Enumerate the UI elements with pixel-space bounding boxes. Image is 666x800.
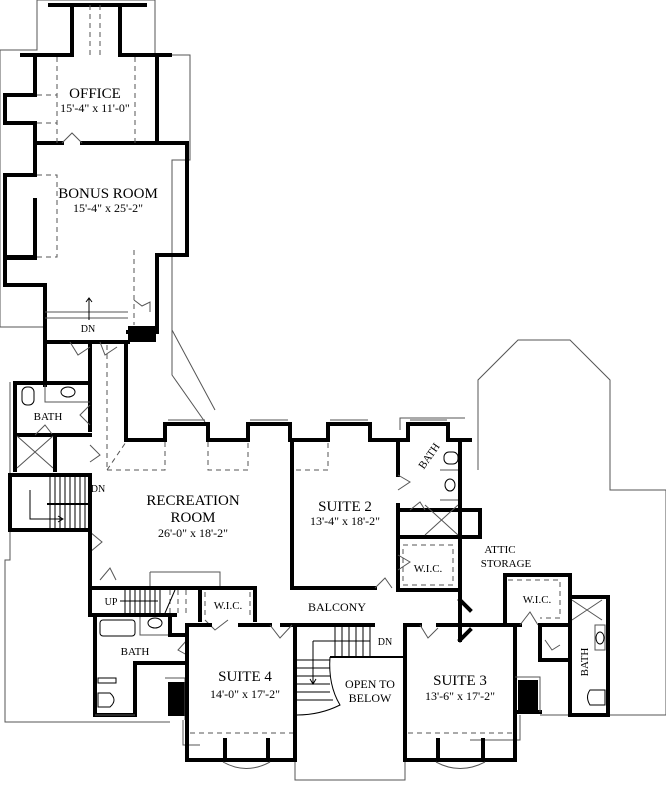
lower-stair-up: [88, 567, 257, 631]
room-dims-suite4: 14'-0" x 17'-2": [210, 687, 280, 701]
door-swing-corridor-b: [99, 341, 118, 356]
left-stair: [8, 473, 103, 553]
wic-label-suite4: W.I.C.: [214, 600, 243, 612]
room-name-recreation-1: RECREATION: [146, 493, 240, 509]
shower-icon: [571, 599, 603, 621]
wic-label-suite3: W.I.C.: [523, 594, 552, 606]
suite3-wic-bath: [503, 573, 610, 717]
room-dims-recreation: 26'-0" x 18'-2": [158, 526, 228, 540]
suite2-walls: [290, 419, 482, 642]
wic-label-suite2: W.I.C.: [414, 563, 443, 575]
room-name-suite3: SUITE 3: [433, 673, 487, 689]
room-dims-office: 15'-4" x 11'-0": [60, 101, 130, 115]
attic-label-2: STORAGE: [481, 558, 532, 570]
upper-left-bath: [13, 381, 101, 472]
door-swing-bonus-closet: [133, 299, 151, 312]
bath-label-upper-left: BATH: [34, 411, 63, 423]
open-to-below-1: OPEN TO: [345, 677, 395, 691]
dn-label-main-stair: DN: [378, 637, 392, 648]
door-swing-left-stair: [89, 531, 103, 553]
room-name-recreation-2: ROOM: [170, 510, 215, 526]
main-stair: [293, 623, 407, 762]
dn-label-left-stair: DN: [91, 484, 105, 495]
suite3-walls: [403, 623, 542, 769]
bath-label-suite3: BATH: [579, 648, 591, 677]
room-name-bonus: BONUS ROOM: [58, 186, 158, 202]
chimney-block: [128, 326, 156, 342]
up-label-lower-stair: UP: [105, 597, 118, 608]
door-swing-corridor-a: [69, 341, 91, 356]
balcony-label: BALCONY: [308, 600, 366, 614]
bath-label-suite2: BATH: [416, 441, 442, 471]
office-walls: [3, 3, 189, 307]
room-dims-suite3: 13'-6" x 17'-2": [425, 689, 495, 703]
door-swing-office: [61, 132, 83, 144]
shower-icon: [424, 504, 459, 536]
recreation-room-walls: [88, 419, 292, 592]
exterior-outline: [0, 0, 666, 781]
bonus-room-walls: [3, 141, 159, 387]
attic-label-1: ATTIC: [484, 544, 515, 556]
labels: OFFICE 15'-4" x 11'-0" BONUS ROOM 15'-4"…: [34, 86, 591, 705]
suite4-walls: [185, 623, 297, 769]
lower-left-bath: [93, 613, 189, 720]
room-dims-suite2: 13'-4" x 18'-2": [310, 514, 380, 528]
room-name-suite4: SUITE 4: [218, 669, 272, 685]
dn-label-bonus: DN: [81, 324, 95, 335]
open-to-below-2: BELOW: [349, 691, 392, 705]
door-swing-rec-lower: [99, 567, 117, 581]
room-name-office: OFFICE: [69, 86, 121, 102]
bath-label-lower-left: BATH: [121, 646, 150, 658]
room-dims-bonus: 15'-4" x 25'-2": [73, 201, 143, 215]
balcony-walls: [403, 597, 522, 643]
left-corridor-walls: [69, 340, 128, 470]
room-name-suite2: SUITE 2: [318, 499, 372, 515]
shower-icon: [16, 435, 54, 469]
